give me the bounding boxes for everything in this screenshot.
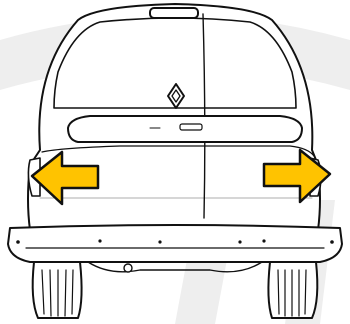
right-tyre bbox=[268, 262, 317, 318]
brake-light bbox=[150, 8, 198, 18]
left-tyre bbox=[33, 262, 82, 318]
rear-bumper bbox=[8, 225, 342, 262]
underbody bbox=[88, 262, 262, 272]
door-handle-bar bbox=[68, 116, 302, 142]
